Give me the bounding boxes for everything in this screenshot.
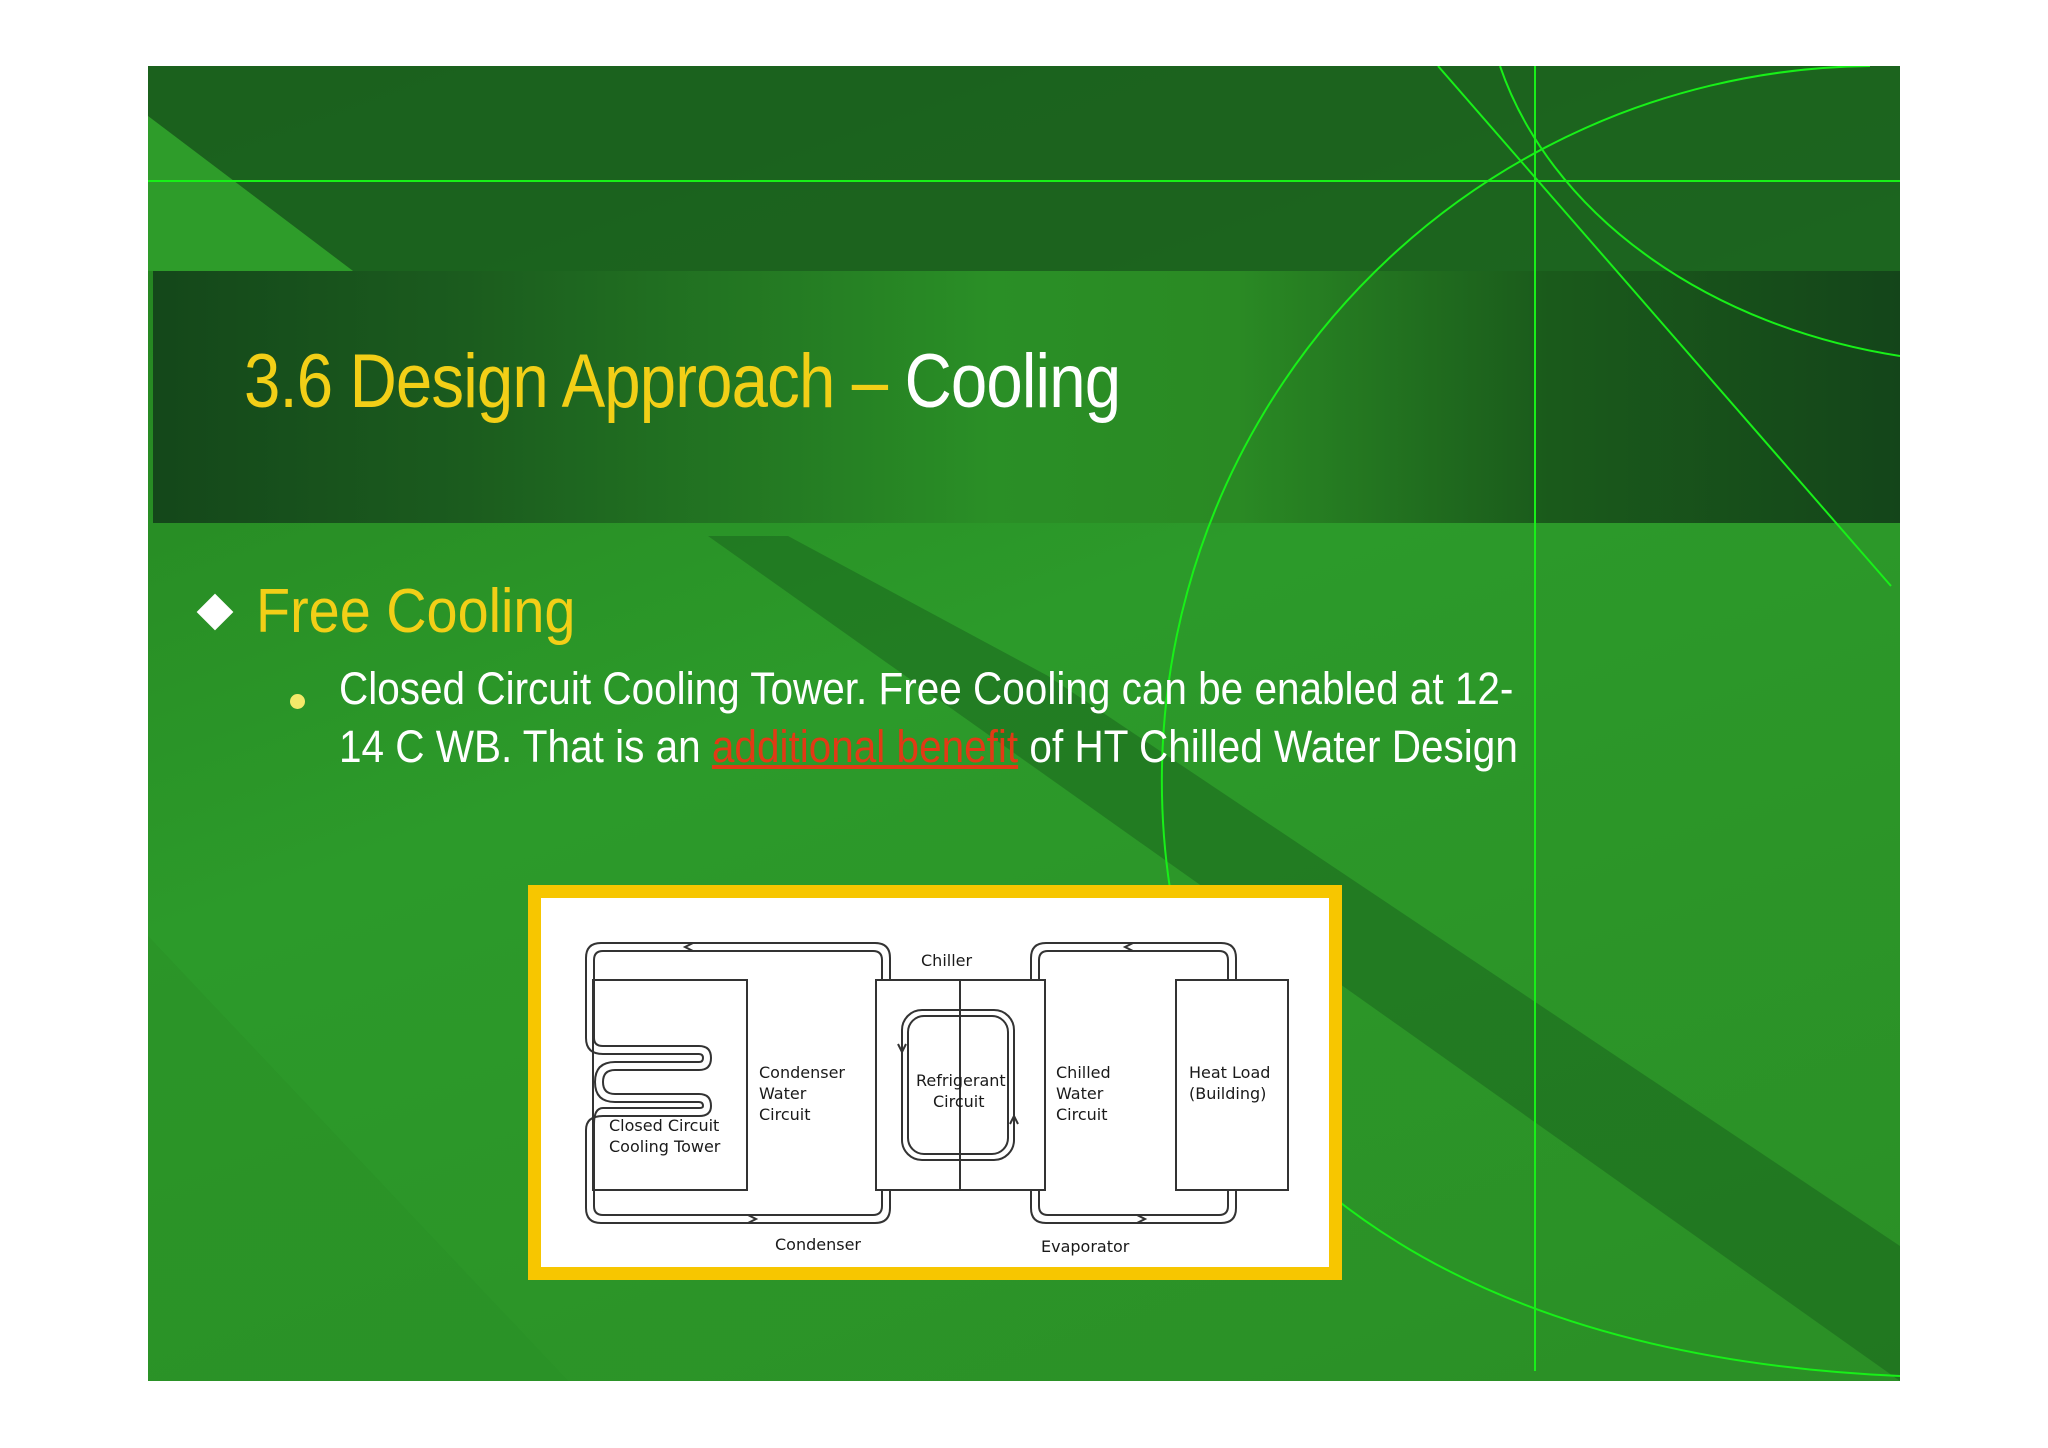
cooling-tower-box [592, 979, 748, 1191]
chilled-pipe-bottom-inner [1038, 1190, 1229, 1216]
arrow-right-icon [1136, 1214, 1148, 1224]
condenser-pipe-top-inner [593, 950, 883, 1038]
chilled-pipe-top-outer [1030, 942, 1237, 980]
bullet-level2-line1: Closed Circuit Cooling Tower. Free Cooli… [339, 663, 1514, 714]
chilled-pipe-top-inner [1038, 950, 1229, 980]
top-left-wedge [148, 116, 353, 271]
refrigerant-loop-inner [907, 1015, 1009, 1155]
refrigerant-loop-outer [901, 1009, 1015, 1161]
cooling-diagram: Chiller Condenser Water Circuit Refriger… [528, 885, 1342, 1280]
label-refrigerant-1: Refrigerant [916, 1071, 1006, 1090]
chilled-pipe-bottom-outer [1030, 1190, 1237, 1224]
arrow-down-icon [897, 1043, 907, 1055]
label-condenser-water-1: Condenser [759, 1063, 845, 1082]
condenser-pipe-bottom-outer [585, 1130, 891, 1224]
diamond-bullet-icon [196, 593, 234, 630]
label-condenser-water-3: Circuit [759, 1105, 811, 1124]
page-title: 3.6 Design Approach – Cooling [244, 338, 1121, 425]
label-chilled-water-3: Circuit [1056, 1105, 1108, 1124]
additional-benefit-link[interactable]: additional benefit [711, 721, 1019, 772]
bullet-level1-text: Free Cooling [256, 577, 576, 646]
bullet-level2-text: Closed Circuit Cooling Tower. Free Cooli… [339, 660, 1518, 776]
tower-coil-b [585, 1037, 705, 1125]
condenser-pipe-top-outer [585, 942, 891, 1038]
arrow-left-icon [1122, 942, 1134, 952]
label-condenser: Condenser [775, 1235, 861, 1254]
title-topic: Cooling [887, 339, 1121, 424]
cooling-diagram-svg: Chiller Condenser Water Circuit Refriger… [585, 942, 1289, 1256]
tower-coil-a [585, 1037, 713, 1131]
arrow-left-icon [682, 942, 694, 952]
label-condenser-water-2: Water [759, 1084, 807, 1103]
slide: 3.6 Design Approach – Cooling Free Cooli… [148, 66, 1900, 1381]
bullet-level1: Free Cooling [196, 576, 611, 647]
bullet-level2-line2-end: of HT Chilled Water Design [1018, 721, 1518, 772]
label-chilled-water-2: Water [1056, 1084, 1104, 1103]
label-evaporator: Evaporator [1041, 1237, 1130, 1256]
title-main: 3.6 Design Approach – [244, 339, 888, 424]
condenser-pipe-bottom-inner [593, 1124, 883, 1216]
label-tower-1: Closed Circuit [609, 1116, 719, 1135]
label-heat-load-2: (Building) [1189, 1084, 1266, 1103]
arrow-up-icon [1009, 1113, 1019, 1125]
dot-bullet-icon [290, 694, 305, 709]
top-dark-band [148, 66, 1900, 271]
label-chilled-water-1: Chilled [1056, 1063, 1111, 1082]
top-arc [1499, 66, 1900, 357]
bottom-left-shade [148, 936, 568, 1381]
arrow-right-icon [747, 1214, 759, 1224]
title-band [153, 271, 1900, 523]
label-heat-load-1: Heat Load [1189, 1063, 1270, 1082]
label-refrigerant-2: Circuit [933, 1092, 985, 1111]
bullet-level2-line2-start: 14 C WB. That is an [339, 721, 712, 772]
label-tower-2: Cooling Tower [609, 1137, 721, 1156]
diagonal-line [1437, 66, 1892, 587]
label-chiller: Chiller [921, 951, 972, 970]
heat-load-box [1175, 979, 1289, 1191]
